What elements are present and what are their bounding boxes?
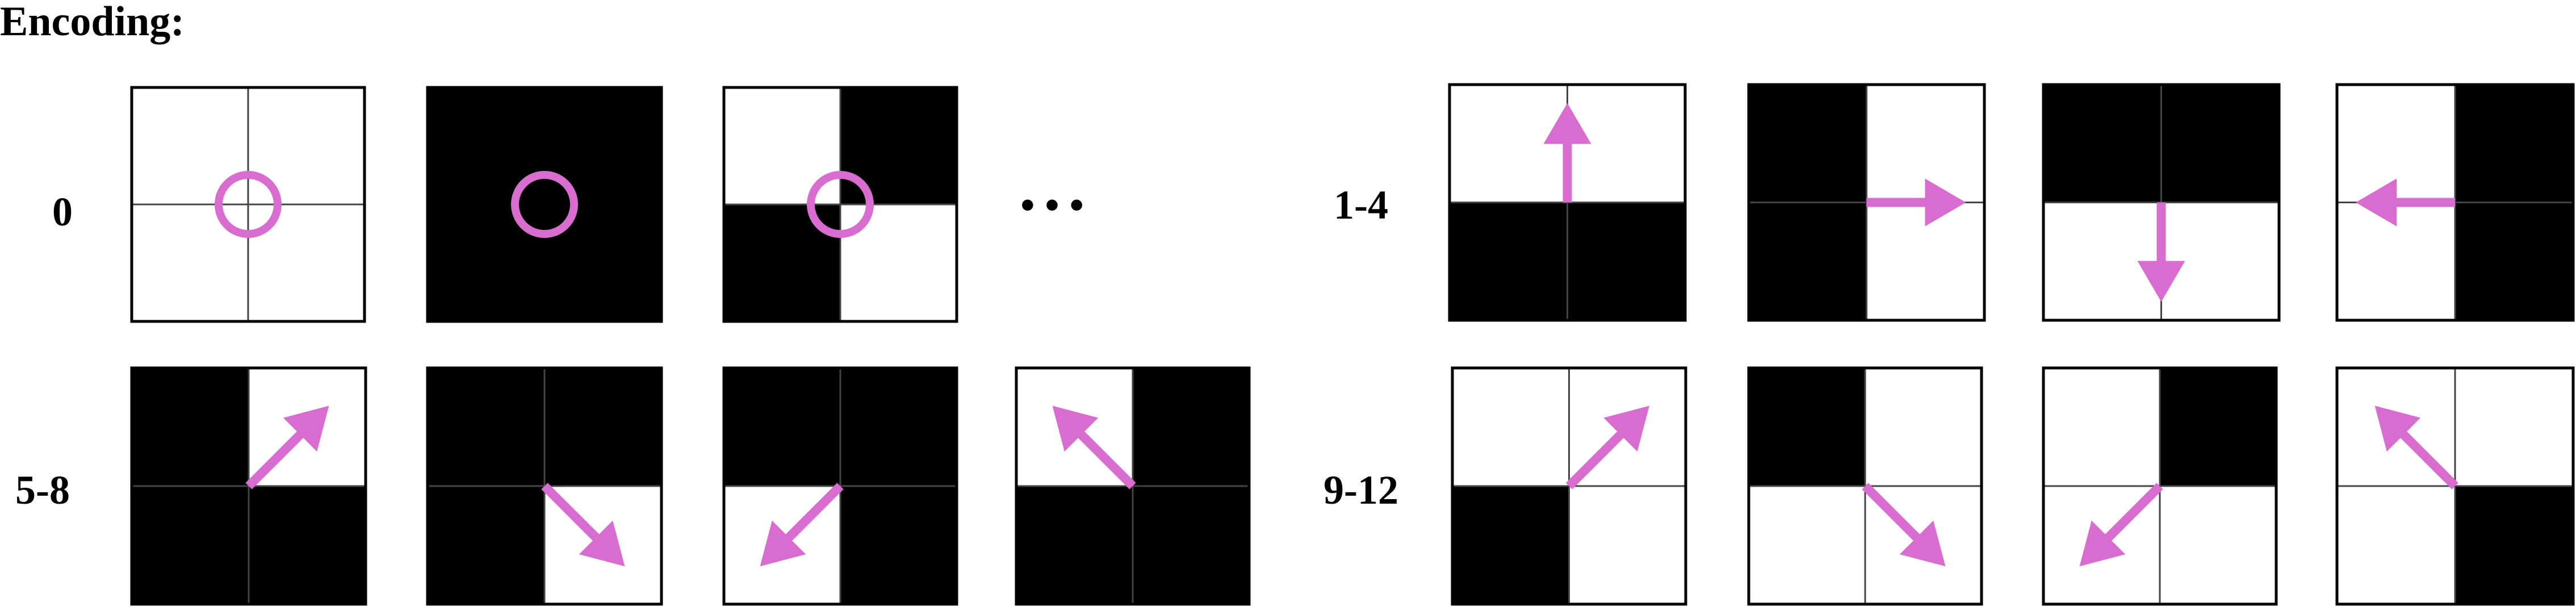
tile-1-2 [2042,83,2281,322]
center-circle-icon [807,171,874,238]
arrow-left-icon [2356,178,2397,227]
arrow-shaft [2104,483,2163,542]
arrow-down-left-icon [2079,520,2126,567]
black-quadrant-tl [1749,368,1866,487]
arrow-shaft [2399,430,2458,489]
black-quadrant-br [2455,202,2574,321]
center-circle-icon [215,171,282,238]
tile-border [2042,83,2281,322]
black-quadrant-tr [1133,368,1250,487]
tile-0-1 [426,86,663,323]
tile-1-0 [1448,83,1687,322]
black-quadrant-tl [428,368,545,487]
black-quadrant-tr [2160,368,2277,487]
arrow-right-icon [1925,178,1966,227]
arrow-up-icon [1543,103,1591,144]
black-quadrant-br [249,486,366,605]
black-quadrant-tr [2455,85,2574,203]
black-quadrant-tl [132,368,249,487]
tile-border [426,86,663,323]
arrow-shaft [1862,483,1921,542]
arrow-shaft [245,430,305,489]
arrow-shaft [1077,430,1136,489]
black-quadrant-bl [1452,486,1569,605]
arrow-down-right-icon [1899,520,1946,567]
black-quadrant-br [840,486,957,605]
tile-1-3 [2335,83,2575,322]
arrow-down-left-icon [760,520,806,567]
black-quadrant-br [1133,486,1250,605]
black-quadrant-bl [132,486,249,605]
black-quadrant-tl [724,368,841,487]
tile-border [1448,83,1687,322]
arrow-shaft [1565,430,1626,489]
encoding-tiles [130,83,2575,606]
black-quadrant-tl [428,87,545,205]
black-quadrant-bl [1016,486,1133,605]
black-quadrant-bl [1450,202,1568,321]
tile-border [2042,366,2278,606]
black-quadrant-tr [544,87,662,205]
arrow-down-icon [2137,261,2185,302]
arrow-up-right-icon [1603,405,1649,452]
black-quadrant-tl [1749,85,1867,203]
row-label-9-12: 9-12 [1323,467,1398,513]
black-quadrant-br [2455,486,2574,605]
black-quadrant-br [1567,202,1686,321]
ellipsis: • • • [1020,182,1084,228]
black-quadrant-br [544,204,662,322]
black-quadrant-bl [428,204,545,322]
arrow-shaft [784,483,844,542]
arrow-shaft [541,483,601,542]
tile-3-2 [2042,366,2278,606]
tile-border [426,366,663,606]
tile-border [1747,366,1983,606]
row-label-0: 0 [52,189,73,235]
tile-2-3 [1015,366,1251,606]
tile-1-1 [1747,83,1986,322]
tile-border [1451,366,1687,606]
tile-2-2 [722,366,958,606]
black-quadrant-tr [2161,85,2280,203]
tile-border [722,366,958,606]
arrow-down-right-icon [579,520,625,567]
tile-3-1 [1747,366,1983,606]
tile-border [130,86,366,323]
black-quadrant-tl [2043,85,2162,203]
black-quadrant-bl [428,486,545,605]
tile-border [722,86,958,323]
black-quadrant-tr [544,368,662,487]
black-quadrant-bl [1749,202,1867,321]
figure-title: Encoding: [0,0,185,45]
tile-border [130,366,367,606]
center-circle-icon [511,171,578,238]
tile-border [1015,366,1251,606]
arrow-up-left-icon [2374,405,2421,452]
tile-3-0 [1451,366,1687,606]
black-quadrant-tr [840,368,957,487]
tile-border [1747,83,1986,322]
row-label-1-4: 1-4 [1334,182,1388,228]
arrow-up-left-icon [1052,405,1099,452]
tile-3-3 [2335,366,2575,606]
tile-0-0 [130,86,366,323]
black-quadrant-bl [724,204,841,322]
tile-2-0 [130,366,367,606]
black-quadrant-tr [840,87,957,205]
tile-0-2 [722,86,958,323]
tile-border [2335,83,2575,322]
arrow-up-right-icon [283,405,329,452]
tile-2-1 [426,366,663,606]
row-label-5-8: 5-8 [15,467,70,513]
tile-border [2335,366,2575,606]
